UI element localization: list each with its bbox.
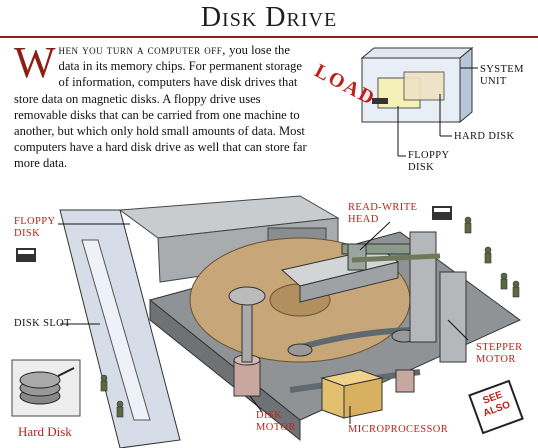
- label-stepper-motor[interactable]: Stepper Motor: [476, 342, 523, 365]
- intro-lead: hen you turn a computer off,: [58, 43, 226, 57]
- tiny-people: [100, 216, 520, 418]
- label-hard-disk-link[interactable]: Hard Disk: [18, 424, 72, 439]
- stepper-motor-towers: [347, 231, 467, 363]
- label-disk-slot: Disk Slot: [14, 318, 71, 329]
- microprocessor-chip: [320, 369, 384, 419]
- disk-motor: [228, 286, 266, 397]
- film-clip-icon: [432, 206, 452, 220]
- label-read-write-head[interactable]: Read-Write Head: [348, 202, 418, 225]
- label-floppy-disk-link[interactable]: Floppy Disk: [14, 216, 56, 239]
- disk-slot-panel: [59, 209, 181, 448]
- title-divider: [0, 36, 538, 38]
- page-title: Disk Drive: [200, 2, 338, 33]
- intro-body: you lose the data in its memory chips. F…: [14, 43, 307, 171]
- system-unit-diagram: [360, 46, 478, 157]
- film-clip-icon: [16, 248, 36, 262]
- label-hard-disk: Hard Disk: [454, 131, 515, 142]
- hard-disk-thumbnail-icon: [11, 359, 81, 417]
- leader-lines: [58, 221, 469, 424]
- label-disk-motor[interactable]: Disk Motor: [256, 410, 296, 433]
- drop-cap: W: [14, 38, 56, 87]
- label-system-unit: System Unit: [480, 64, 524, 87]
- label-floppy-disk: Floppy Disk: [408, 150, 450, 173]
- label-microprocessor[interactable]: Microprocessor: [348, 424, 449, 435]
